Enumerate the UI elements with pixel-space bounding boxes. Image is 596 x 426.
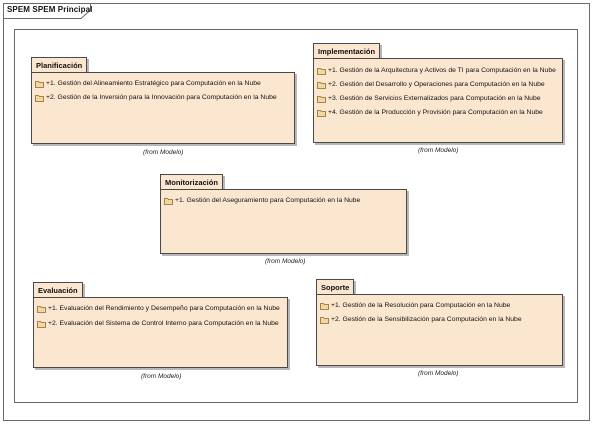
package-evaluacion[interactable]: Evaluación +1. Evaluación del Rendimient… — [33, 282, 290, 368]
package-tab: Soporte — [316, 279, 355, 295]
item-label: +3. Gestión de Servicios Externalizados … — [328, 95, 541, 102]
item-label: +1. Gestión del Alineamiento Estratégico… — [46, 80, 261, 87]
item-label: +2. Gestión del Desarrollo y Operaciones… — [328, 81, 545, 88]
package-tab: Monitorización — [160, 174, 223, 190]
package-tab: Evaluación — [33, 282, 83, 298]
package-item[interactable]: +2. Gestión de la Inversión para la Inno… — [35, 92, 277, 103]
item-label: +2. Gestión de la Inversión para la Inno… — [46, 94, 277, 101]
package-item[interactable]: +2. Gestión de la Sensibilización para C… — [320, 314, 522, 325]
item-label: +4. Gestión de la Producción y Provisión… — [328, 109, 543, 116]
package-item[interactable]: +1. Gestión del Aseguramiento para Compu… — [164, 195, 360, 206]
folder-icon — [320, 302, 329, 310]
package-body: +1. Gestión de la Resolución para Comput… — [316, 294, 563, 366]
item-label: +2. Gestión de la Sensibilización para C… — [331, 316, 522, 323]
package-body: +1. Gestión del Alineamiento Estratégico… — [31, 72, 295, 144]
folder-icon — [37, 305, 46, 313]
diagram-title: SPEM SPEM Principal — [7, 5, 93, 14]
package-body: +1. Evaluación del Rendimiento y Desempe… — [33, 297, 288, 368]
package-monitorizacion[interactable]: Monitorización +1. Gestión del Asegurami… — [160, 174, 409, 254]
package-item[interactable]: +1. Gestión del Alineamiento Estratégico… — [35, 78, 261, 89]
diagram-boundary — [14, 29, 578, 403]
package-origin-implementacion: (from Modelo) — [418, 147, 459, 154]
item-label: +2. Evaluación del Sistema de Control In… — [48, 320, 279, 327]
package-origin-evaluacion: (from Modelo) — [141, 373, 182, 380]
package-body: +1. Gestión del Aseguramiento para Compu… — [160, 189, 407, 254]
folder-icon — [317, 109, 326, 117]
package-item[interactable]: +2. Gestión del Desarrollo y Operaciones… — [317, 79, 545, 90]
folder-icon — [320, 316, 329, 324]
folder-icon — [37, 320, 46, 328]
package-body: +1. Gestión de la Arquitectura y Activos… — [313, 58, 563, 143]
folder-icon — [317, 81, 326, 89]
folder-icon — [164, 197, 173, 205]
package-item[interactable]: +1. Gestión de la Arquitectura y Activos… — [317, 65, 556, 76]
package-origin-monitorizacion: (from Modelo) — [265, 258, 306, 265]
package-item[interactable]: +2. Evaluación del Sistema de Control In… — [37, 318, 279, 329]
item-label: +1. Gestión de la Arquitectura y Activos… — [328, 67, 556, 74]
folder-icon — [35, 94, 44, 102]
item-label: +1. Gestión del Aseguramiento para Compu… — [175, 197, 361, 204]
folder-icon — [35, 80, 44, 88]
package-soporte[interactable]: Soporte +1. Gestión de la Resolución par… — [316, 279, 565, 366]
package-item[interactable]: +1. Gestión de la Resolución para Comput… — [320, 300, 510, 311]
folder-icon — [317, 67, 326, 75]
package-item[interactable]: +3. Gestión de Servicios Externalizados … — [317, 93, 541, 104]
item-label: +1. Evaluación del Rendimiento y Desempe… — [48, 305, 280, 312]
folder-icon — [317, 95, 326, 103]
item-label: +1. Gestión de la Resolución para Comput… — [331, 302, 511, 309]
package-origin-soporte: (from Modelo) — [418, 370, 459, 377]
package-planificacion[interactable]: Planificación +1. Gestión del Alineamien… — [31, 57, 297, 145]
package-tab: Implementación — [313, 43, 381, 59]
package-implementacion[interactable]: Implementación +1. Gestión de la Arquite… — [313, 43, 565, 143]
package-tab: Planificación — [31, 57, 88, 73]
package-origin-planificacion: (from Modelo) — [143, 149, 184, 156]
package-item[interactable]: +4. Gestión de la Producción y Provisión… — [317, 107, 543, 118]
frame-tab-outline — [3, 3, 91, 19]
package-item[interactable]: +1. Evaluación del Rendimiento y Desempe… — [37, 303, 280, 314]
